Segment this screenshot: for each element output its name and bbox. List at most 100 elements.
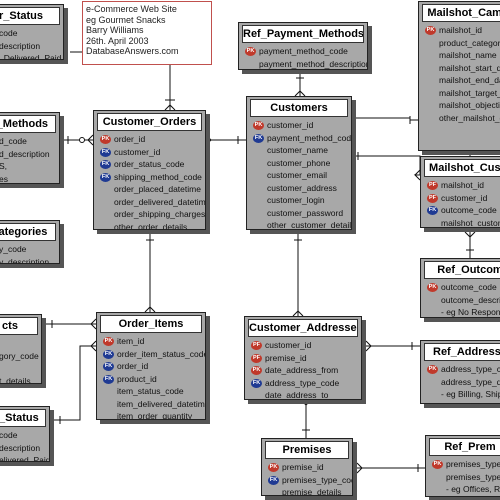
entity-attribute: - eg Offices, Res (430, 483, 500, 496)
entity-attribute: gory_code (0, 350, 39, 363)
attribute-name: item_status_code (117, 386, 184, 396)
attribute-name: address_type_cod (441, 364, 500, 374)
entity-attribute: mailshot_objective (423, 99, 500, 112)
crows-foot-mark (413, 169, 421, 181)
note-line: DatabaseAnswers.com (86, 46, 179, 56)
fk-key-icon: FK (100, 160, 111, 169)
entity-title: r_Status (0, 7, 60, 25)
entity-attribute: , Delivered, Paid (0, 52, 61, 59)
entity-attribute: other_customer_details (251, 219, 351, 229)
attribute-name: customer_id (267, 120, 314, 130)
attribute-name: premises_type_code (282, 474, 353, 485)
attribute-name: gory_code (0, 350, 39, 361)
attribute-name: S, (0, 161, 8, 171)
attribute-name: order_id (114, 134, 146, 144)
rel-customers-campaign (352, 117, 418, 121)
crows-foot-mark (365, 340, 373, 352)
entity-attribute: order_placed_datetime (98, 183, 202, 196)
crows-foot-mark (464, 231, 476, 239)
attribute-name: customer_id (265, 340, 312, 350)
entity-attribute: y_description (0, 256, 56, 264)
entity-attribute: customer_email (251, 169, 348, 182)
entity-attribute: description (0, 40, 60, 53)
entity-attribute: mailshot_name (423, 49, 500, 62)
entity-title: Ref_Address_ (424, 343, 500, 361)
attribute-name: t_details (0, 375, 31, 384)
entity-attribute: code (0, 27, 60, 40)
fk-key-icon: FK (100, 147, 111, 157)
attribute-name: other_customer_details (267, 220, 352, 230)
attribute-name: premise_id (265, 352, 307, 363)
entity-title: Premises (265, 441, 349, 459)
entity-title: Ref_Outcom (424, 261, 500, 279)
attribute-name: premise_details (282, 487, 342, 496)
attribute-name: address_type_de (441, 376, 500, 387)
attribute-name: mailshot_target_po (439, 87, 500, 98)
attribute-name: d_code (0, 136, 27, 146)
attribute-name: other_mailshot_de (439, 112, 500, 123)
fk-key-icon: FK (251, 378, 262, 388)
crows-foot-mark (356, 462, 364, 474)
attribute-name: payment_method_description (259, 58, 368, 69)
attribute-name: code (0, 28, 18, 38)
entity-attributes: code description, Delivered, Paid (0, 27, 61, 59)
fk-key-icon: FK (103, 362, 114, 371)
fk-key-icon: FK (103, 349, 114, 359)
attribute-name: payment_method_code (259, 46, 348, 56)
entity-attribute (0, 362, 38, 375)
attribute-name: premise_id (282, 462, 324, 472)
fk-key-icon: FK (253, 133, 264, 143)
entity-attribute: customer_name (251, 144, 348, 157)
entity-attribute: outcome_descript (425, 294, 500, 307)
entity-title: Order_Items (100, 315, 202, 333)
entity-box: Ref_PremPKpremises_type_cpremises_type_d… (425, 435, 500, 497)
attribute-name: order_status_code (114, 159, 185, 169)
crows-foot-mark (89, 340, 97, 352)
entity-title: g_Methods (0, 115, 56, 133)
entity-attribute: address_type_de (425, 376, 500, 389)
entity-title: Categories (0, 223, 56, 241)
optional-mark (79, 137, 85, 143)
rel-customers-mailshot (352, 155, 421, 175)
entity-attribute: order_delivered_datetime (98, 196, 205, 209)
crows-foot-mark (144, 305, 156, 313)
attribute-name: product_id (117, 373, 157, 384)
attribute-name: mailshot_name (439, 50, 497, 60)
pf-key-icon: PF (251, 353, 262, 363)
entity-title: m_Status (0, 409, 46, 427)
attribute-name: code (0, 430, 18, 440)
attribute-name: mailshot_end_date (439, 75, 500, 85)
entity-attribute: mailshot_start_dat (423, 62, 500, 75)
attribute-name: description (0, 442, 41, 453)
entity-title: Ref_Prem (429, 438, 500, 456)
note-line: Barry Williams (86, 25, 144, 35)
entity-title: Customers (250, 99, 348, 117)
attribute-name: premises_type_d (446, 471, 500, 482)
pf-key-icon: PF (427, 193, 438, 203)
entity-box: Ref_OutcomPKoutcome_codeoutcome_descript… (420, 258, 500, 318)
entity-attribute: premises_type_d (430, 471, 500, 484)
pf-key-icon: PF (427, 181, 438, 190)
entity-attribute: customer_address (251, 182, 348, 195)
crows-foot-mark (294, 89, 306, 97)
